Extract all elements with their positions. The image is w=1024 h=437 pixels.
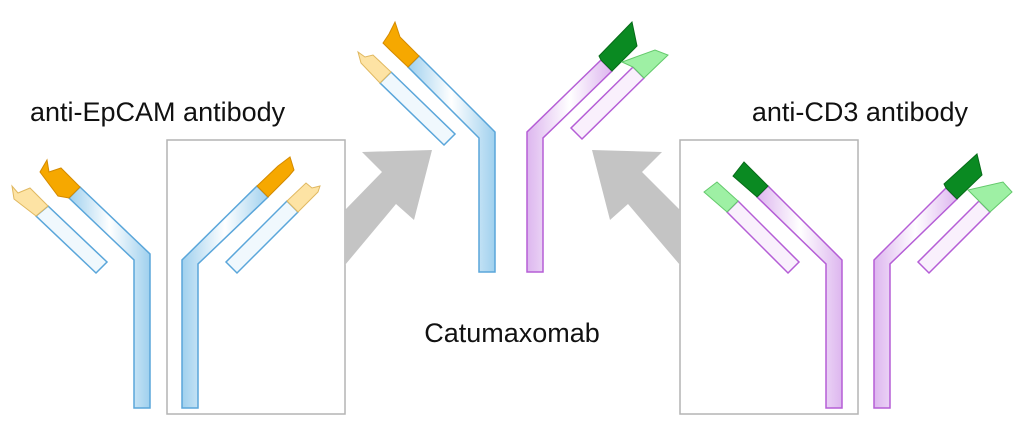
epcam-heavy-variable-region <box>39 158 81 199</box>
label-anti-epcam: anti-EpCAM antibody <box>30 97 286 127</box>
arrow-right <box>592 150 680 265</box>
cd3-heavy-variable-framed <box>732 161 769 198</box>
catumaxomab-cd3-half <box>526 20 669 273</box>
cd3-heavy-chain <box>873 186 959 409</box>
epcam-heavy-variable-framed <box>256 156 295 198</box>
catumaxomab-heavy-variable-epcam <box>382 20 420 68</box>
arrow-left <box>345 150 432 265</box>
epcam-half-left <box>11 158 151 409</box>
epcam-half-framed <box>181 156 321 409</box>
catumaxomab-heavy-variable-cd3 <box>598 20 638 72</box>
cd3-half-right <box>873 153 1013 409</box>
epcam-heavy-chain-framed <box>181 184 270 409</box>
label-catumaxomab: Catumaxomab <box>424 318 600 348</box>
cd3-light-variable-framed <box>703 181 739 213</box>
catumaxomab-epcam-half <box>357 20 496 273</box>
catumaxomab-light-variable-epcam <box>357 50 392 84</box>
cd3-heavy-chain-framed <box>755 184 843 409</box>
epcam-frame <box>166 139 346 415</box>
cd3-frame <box>679 139 859 415</box>
label-anti-cd3: anti-CD3 antibody <box>752 97 969 127</box>
epcam-light-variable-region <box>11 184 49 217</box>
epcam-light-variable-framed <box>286 182 321 213</box>
catumaxomab-light-variable-cd3 <box>620 49 669 79</box>
cd3-light-variable-region <box>967 181 1013 213</box>
epcam-heavy-chain <box>67 185 151 409</box>
cd3-heavy-variable-region <box>943 153 983 200</box>
cd3-half-framed <box>703 161 843 409</box>
